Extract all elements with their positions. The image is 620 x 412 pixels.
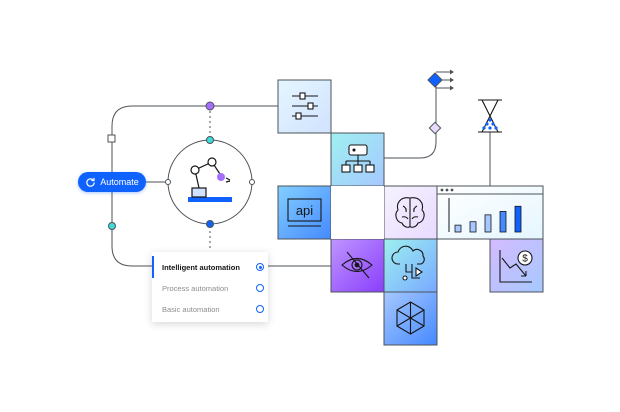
chart-bar-5	[514, 205, 522, 233]
api-label: api	[296, 203, 313, 218]
cloud-network-icon	[341, 144, 375, 173]
connector-nodes	[107, 72, 443, 230]
cost-decline-icon	[499, 250, 533, 283]
option-process-automation[interactable]: Process automation	[162, 279, 264, 297]
tile-eye	[330, 238, 385, 293]
chart-window	[436, 185, 544, 240]
api-label-frame	[287, 198, 322, 222]
tile-api: api	[277, 185, 332, 240]
tile-cloud-flow	[383, 238, 438, 293]
window-dot-2	[445, 188, 449, 192]
robot-arm-icon	[188, 157, 232, 202]
window-dot-3	[450, 188, 454, 192]
option-basic-automation[interactable]: Basic automation	[162, 300, 264, 318]
refresh-icon	[86, 177, 95, 187]
tile-cost-decline: $	[489, 238, 544, 293]
hourglass-icon	[478, 99, 502, 133]
tile-brain	[383, 185, 438, 240]
brain-icon	[395, 197, 425, 228]
option-label: Intelligent automation	[162, 262, 240, 272]
automate-button[interactable]: Automate	[78, 172, 146, 192]
arrowheads	[450, 69, 454, 91]
tile-empty	[331, 186, 384, 239]
chart-bar-4	[499, 211, 507, 233]
radio-selected-icon[interactable]	[256, 263, 264, 271]
chart-bar-1	[454, 224, 462, 233]
cloud-flow-icon	[391, 245, 425, 281]
selected-indicator	[152, 256, 154, 278]
chart-bar-3	[484, 214, 492, 233]
radio-unselected-icon[interactable]	[256, 284, 264, 292]
window-dot-1	[440, 188, 444, 192]
chart-bars	[454, 205, 522, 233]
automate-button-label: Automate	[100, 177, 139, 187]
radio-unselected-icon[interactable]	[256, 305, 264, 313]
automation-mode-selector: Intelligent automation Process automatio…	[152, 252, 268, 322]
dollar-icon: $	[522, 254, 528, 265]
tile-cloud-network	[330, 132, 385, 187]
eye-icon	[341, 251, 373, 279]
sliders-icon	[292, 92, 318, 120]
tile-hexagon	[383, 291, 438, 346]
option-label: Process automation	[162, 283, 229, 293]
option-label: Basic automation	[162, 304, 220, 314]
hexagon-icon	[396, 301, 425, 335]
robot-orbit-ring	[167, 139, 253, 225]
chart-bar-2	[469, 221, 477, 233]
option-intelligent-automation[interactable]: Intelligent automation	[162, 258, 264, 276]
tile-sliders	[277, 79, 332, 134]
